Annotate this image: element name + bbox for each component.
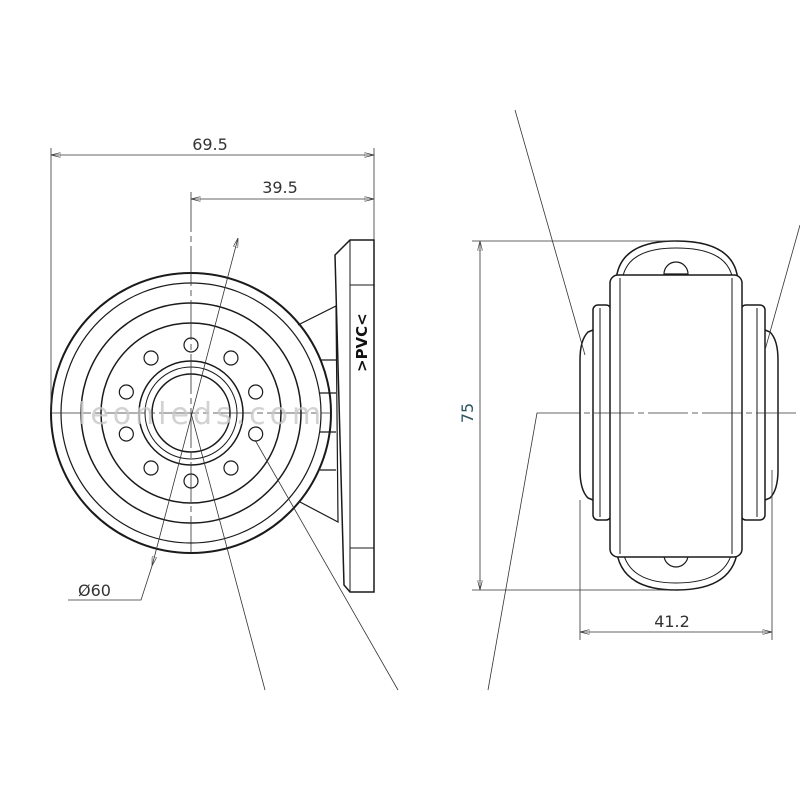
side-outer-bulge (579, 329, 594, 501)
side-view (579, 240, 779, 591)
mount-slot-top (663, 261, 689, 275)
led-hole (143, 460, 159, 476)
dim-overall-width: 69.5 (192, 135, 228, 154)
side-flange-left (592, 304, 612, 521)
side-body (609, 274, 743, 558)
led-hole (223, 350, 239, 366)
front-view (50, 192, 375, 593)
mount-label: >PVC< (353, 313, 371, 372)
led-hole (118, 426, 134, 442)
dim-diameter: Ø60 (78, 581, 111, 600)
led-hole (223, 460, 239, 476)
led-hole (143, 350, 159, 366)
led-hole (118, 384, 134, 400)
front-dimensions (50, 148, 399, 691)
dim-depth: 41.2 (654, 612, 690, 631)
led-hole (248, 384, 264, 400)
watermark: leonleds.com (78, 397, 325, 432)
side-dimensions (472, 109, 800, 691)
dim-height: 75 (458, 403, 477, 423)
dim-center-to-mount: 39.5 (262, 178, 298, 197)
side-flange-right (740, 304, 766, 521)
